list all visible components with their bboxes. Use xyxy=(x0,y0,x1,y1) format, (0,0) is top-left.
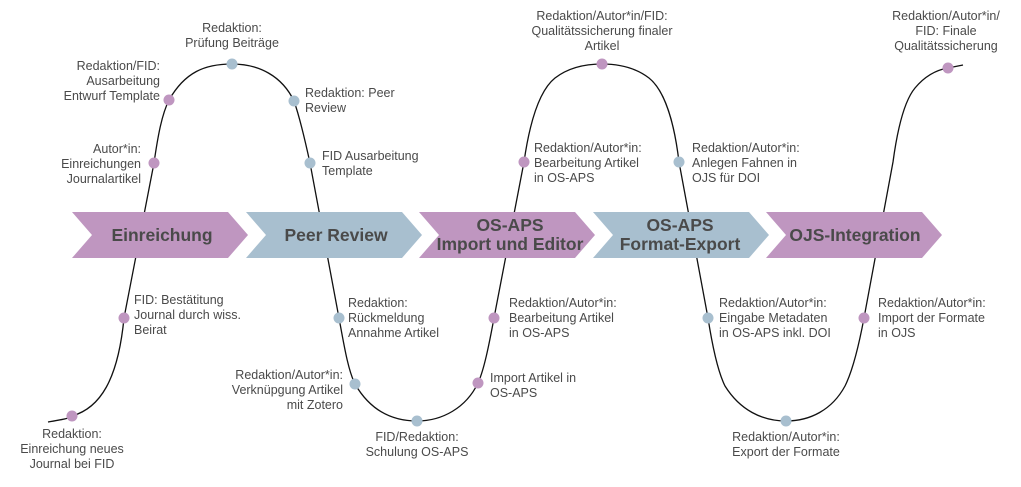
step-dot-3 xyxy=(148,157,160,169)
step-dot-9 xyxy=(349,378,361,390)
step-dot-4 xyxy=(163,94,175,106)
phase-chevron-einreichung xyxy=(72,212,248,258)
step-label-schulung: FID/Redaktion: Schulung OS-APS xyxy=(365,430,469,459)
step-label-fahnen-ojs: Redaktion/Autor*in: Anlegen Fahnen in OJ… xyxy=(692,141,800,185)
phase-chevron-os-aps-format-export xyxy=(593,212,769,258)
step-dot-10 xyxy=(411,415,423,427)
step-dot-6 xyxy=(288,95,300,107)
phase-peer-review: Peer Review xyxy=(284,224,388,245)
step-label-zotero: Redaktion/Autor*in: Verknüpgung Artikel … xyxy=(231,368,343,412)
step-dot-19 xyxy=(942,62,954,74)
step-label-pruefung-beitraege: Redaktion: Prüfung Beiträge xyxy=(185,21,279,50)
step-label-peer-review: Redaktion: Peer Review xyxy=(305,86,395,115)
step-label-import-formate: Redaktion/Autor*in: Import der Formate i… xyxy=(878,296,986,340)
phase-os-aps-format-export: OS-APS Format-Export xyxy=(619,215,741,254)
step-dot-5 xyxy=(226,58,238,70)
step-dot-14 xyxy=(596,58,608,70)
step-dot-17 xyxy=(780,415,792,427)
phase-einreichung: Einreichung xyxy=(111,224,213,245)
step-dot-8 xyxy=(333,312,345,324)
phase-chevron-peer-review xyxy=(246,212,422,258)
step-label-bestaetigung-beirat: FID: Bestätitung Journal durch wiss. Bei… xyxy=(134,293,241,337)
step-dot-18 xyxy=(858,312,870,324)
step-dot-11 xyxy=(472,377,484,389)
step-dot-7 xyxy=(304,157,316,169)
step-label-bearbeitung-oben: Redaktion/Autor*in: Bearbeitung Artikel … xyxy=(534,141,642,185)
step-label-entwurf-template: Redaktion/FID: Ausarbeitung Entwurf Temp… xyxy=(63,59,160,103)
step-dot-15 xyxy=(673,156,685,168)
phase-chevron-os-aps-import-editor xyxy=(419,212,595,258)
step-label-einreichung-artikel: Autor*in: Einreichungen Journalartikel xyxy=(61,142,141,186)
step-dot-12 xyxy=(488,312,500,324)
step-dot-1 xyxy=(66,410,78,422)
step-label-finale-qualitaetssicherung: Redaktion/Autor*in/ FID: Finale Qualität… xyxy=(892,9,1000,53)
step-dot-13 xyxy=(518,156,530,168)
step-label-metadaten: Redaktion/Autor*in: Eingabe Metadaten in… xyxy=(719,296,831,340)
step-label-qualitaetssicherung-artikel: Redaktion/Autor*in/FID: Qualitätssicheru… xyxy=(531,9,673,53)
phase-ojs-integration: OJS-Integration xyxy=(789,224,921,245)
step-label-einreichung-journal: Redaktion: Einreichung neues Journal bei… xyxy=(20,427,124,471)
step-dot-2 xyxy=(118,312,130,324)
step-label-fid-template: FID Ausarbeitung Template xyxy=(322,149,419,178)
step-label-import-artikel: Import Artikel in OS-APS xyxy=(490,371,577,400)
step-label-bearbeitung-unten: Redaktion/Autor*in: Bearbeitung Artikel … xyxy=(509,296,617,340)
step-dot-16 xyxy=(702,312,714,324)
step-label-export-formate: Redaktion/Autor*in: Export der Formate xyxy=(732,430,840,459)
phase-os-aps-import-editor: OS-APS Import und Editor xyxy=(436,215,584,254)
step-label-rueckmeldung: Redaktion: Rückmeldung Annahme Artikel xyxy=(348,296,440,340)
phase-chevron-ojs-integration xyxy=(766,212,942,258)
